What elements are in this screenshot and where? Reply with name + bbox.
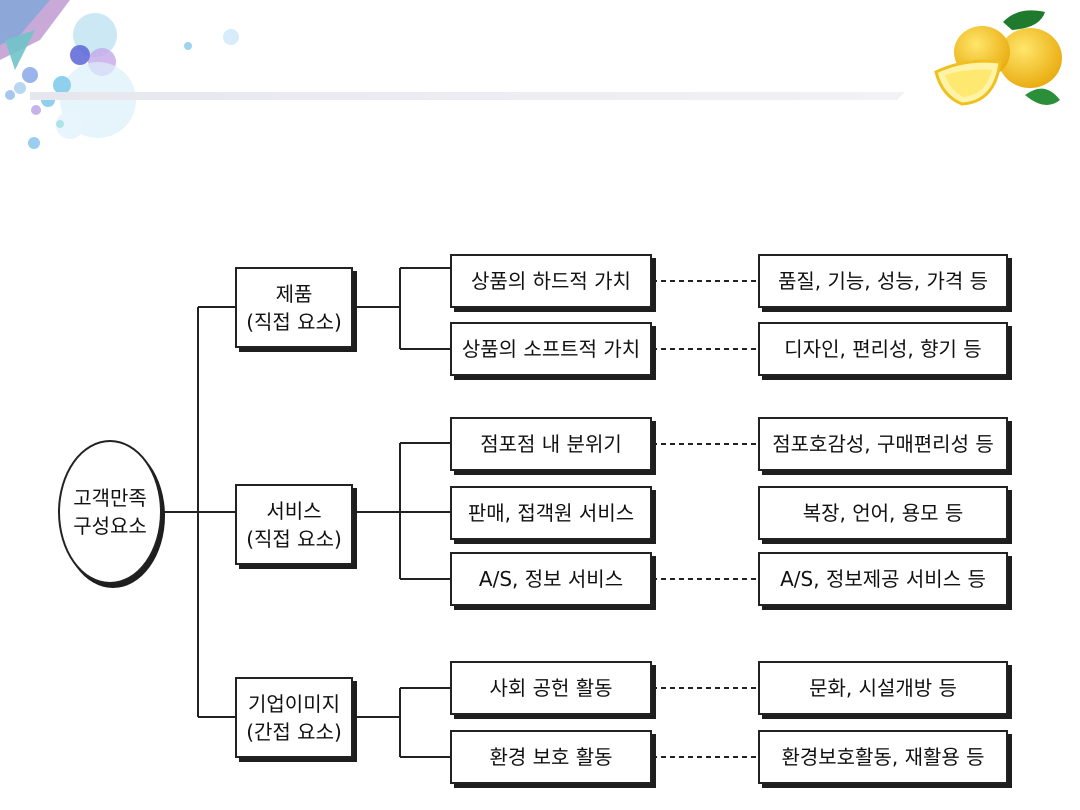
detail-box: 디자인, 편리성, 향기 등 [758, 322, 1008, 376]
item-label: 상품의 하드적 가치 [471, 269, 631, 293]
root-label-line1: 고객만족 [73, 486, 147, 510]
item-box: A/S, 정보 서비스 [450, 552, 652, 606]
item-label: 상품의 소프트적 가치 [461, 337, 641, 361]
detail-box: 환경보호활동, 재활용 등 [758, 730, 1008, 784]
header-rule [30, 92, 905, 100]
detail-label: 품질, 기능, 성능, 가격 등 [777, 269, 989, 293]
category-sublabel: (간접 요소) [246, 719, 342, 744]
category-product: 제품 (직접 요소) [235, 267, 353, 348]
lemon-icon [934, 10, 1062, 106]
item-box: 사회 공헌 활동 [450, 661, 652, 715]
detail-label: 복장, 언어, 용모 등 [802, 501, 964, 525]
category-label: 서비스 [266, 498, 322, 523]
item-box: 점포점 내 분위기 [450, 417, 652, 471]
category-service: 서비스 (직접 요소) [235, 484, 353, 565]
category-corporate-image: 기업이미지 (간접 요소) [235, 677, 353, 758]
item-box: 환경 보호 활동 [450, 730, 652, 784]
item-label: A/S, 정보 서비스 [478, 567, 624, 591]
header-decoration [0, 0, 1062, 149]
detail-box: 점포호감성, 구매편리성 등 [758, 417, 1008, 471]
detail-box: A/S, 정보제공 서비스 등 [758, 552, 1008, 606]
detail-label: 점포호감성, 구매편리성 등 [772, 432, 994, 456]
item-label: 판매, 접객원 서비스 [467, 501, 635, 525]
detail-label: 문화, 시설개방 등 [809, 676, 957, 700]
item-box: 판매, 접객원 서비스 [450, 486, 652, 540]
detail-label: 디자인, 편리성, 향기 등 [784, 337, 982, 361]
detail-label: 환경보호활동, 재활용 등 [781, 745, 985, 769]
category-label: 기업이미지 [248, 691, 340, 716]
item-box: 상품의 하드적 가치 [450, 254, 652, 308]
detail-box: 문화, 시설개방 등 [758, 661, 1008, 715]
detail-label: A/S, 정보제공 서비스 등 [780, 567, 986, 591]
item-label: 환경 보호 활동 [489, 745, 613, 769]
detail-box: 품질, 기능, 성능, 가격 등 [758, 254, 1008, 308]
root-label-line2: 구성요소 [73, 514, 147, 538]
category-sublabel: (직접 요소) [246, 526, 342, 551]
item-label: 점포점 내 분위기 [480, 432, 622, 456]
item-box: 상품의 소프트적 가치 [450, 322, 652, 376]
detail-box: 복장, 언어, 용모 등 [758, 486, 1008, 540]
category-sublabel: (직접 요소) [246, 309, 342, 334]
root-node: 고객만족 구성요소 [58, 440, 162, 584]
category-label: 제품 [275, 281, 313, 306]
item-label: 사회 공헌 활동 [489, 676, 613, 700]
